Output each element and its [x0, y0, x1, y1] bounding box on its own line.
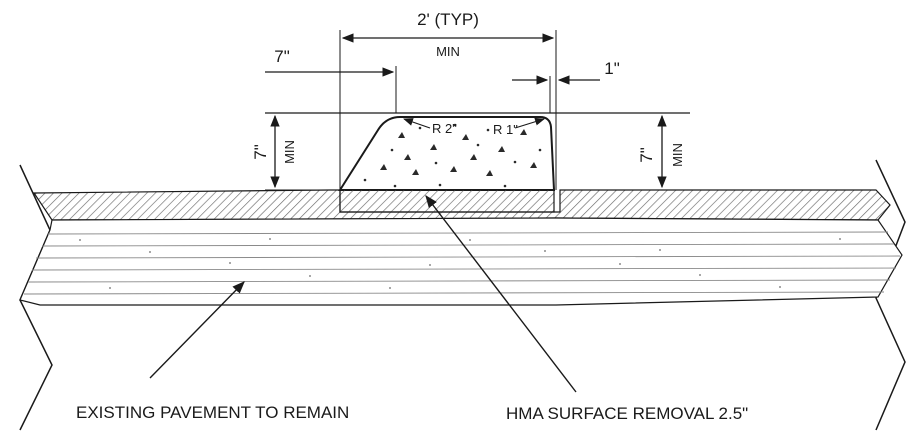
width-min-label: MIN	[436, 44, 460, 59]
pavement-lift-lines	[23, 231, 901, 295]
top-offset-label: 7"	[274, 47, 290, 66]
right-offset-label: 1"	[604, 59, 620, 78]
radius-right-leader	[514, 117, 545, 129]
radius-right-label: R 1"	[493, 122, 518, 137]
right-height-label: 7"	[637, 147, 656, 163]
left-height-label: 7"	[251, 144, 270, 160]
hma-removal-label: HMA SURFACE REMOVAL 2.5"	[506, 404, 748, 423]
radius-left-label: R 2"	[432, 121, 457, 136]
existing-pavement-leader	[149, 281, 245, 379]
pavement-aggregate-dots	[79, 238, 841, 289]
concrete-speckle	[363, 123, 542, 188]
curb-body	[338, 116, 556, 191]
hma-removal-leader	[425, 194, 577, 393]
radius-left-leader	[403, 118, 431, 129]
curb-key-hatch	[339, 189, 555, 213]
existing-pavement-label: EXISTING PAVEMENT TO REMAIN	[76, 403, 349, 422]
left-height-min-label: MIN	[282, 140, 297, 164]
width-total-label: 2' (TYP)	[417, 10, 479, 29]
right-height-min-label: MIN	[670, 143, 685, 167]
right-break-line	[875, 159, 906, 431]
